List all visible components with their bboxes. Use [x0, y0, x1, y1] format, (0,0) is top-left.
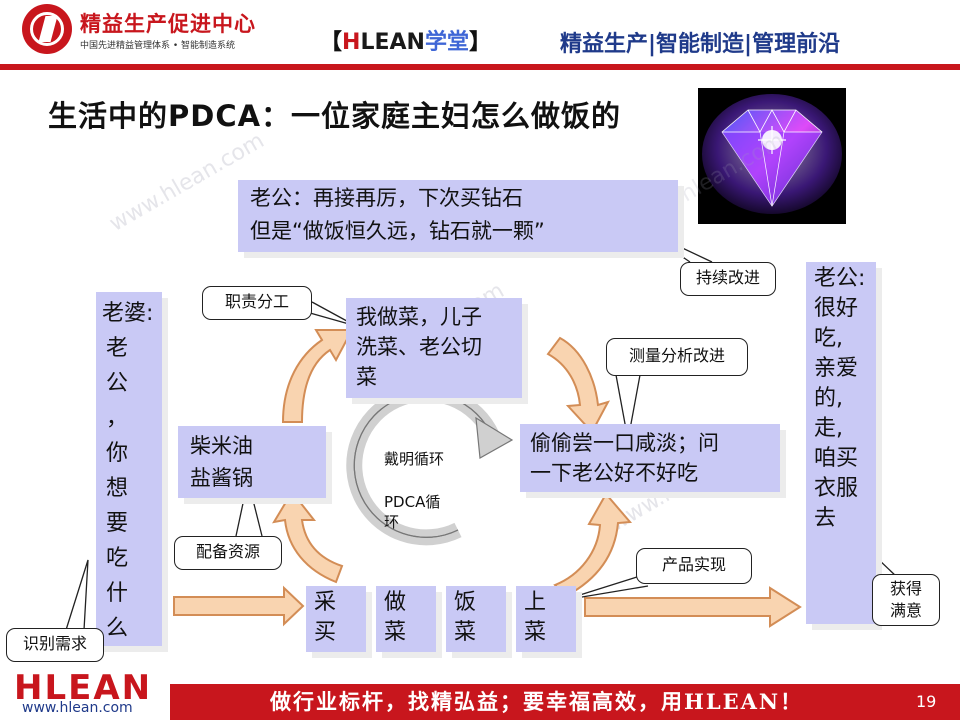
diamond-image — [698, 88, 846, 224]
division-of-labor-box: 我做菜，儿子 洗菜、老公切 菜 — [346, 298, 522, 398]
resources-box: 柴米油 盐酱锅 — [178, 426, 326, 498]
step-cook-box: 做菜 — [376, 586, 436, 652]
pdca-cycle-arrow — [346, 385, 514, 546]
step-serve-box: 上菜 — [516, 586, 576, 652]
husband-satisfied-box: 老公: 很好 吃, 亲爱 的, 走, 咱买 衣服 去 — [806, 262, 876, 624]
curved-arrow-up-left — [272, 490, 344, 584]
husband-feedback-box: 老公：再接再厉，下次买钻石 但是“做饭恒久远，钻石就一颗” — [238, 180, 678, 252]
callout-continuous-improvement: 持续改进 — [680, 262, 776, 296]
brand-label: 【HLEAN学堂】 — [320, 30, 491, 55]
callout-identify-needs: 识别需求 — [6, 628, 104, 662]
callout-product-realization: 产品实现 — [636, 548, 752, 584]
wife-asks-box: 老婆: 老 公 ， 你 想 要 吃 什 么 — [96, 292, 162, 646]
step-buy-box: 采买 — [306, 586, 366, 652]
org-subtitle: 中国先进精益管理体系 • 智能制造系统 — [80, 41, 236, 51]
arrow-steps-to-right — [584, 586, 802, 628]
callout-provide-resources: 配备资源 — [174, 536, 282, 570]
connector-identify — [65, 559, 89, 631]
arrow-left-to-steps — [173, 585, 305, 627]
footer-logo: HLEAN — [14, 668, 153, 708]
header-tagline: 精益生产|智能制造|管理前沿 — [560, 32, 841, 57]
taste-test-box: 偷偷尝一口咸淡；问 一下老公好不好吃 — [520, 424, 780, 492]
curved-arrow-up-from-serve — [553, 492, 633, 598]
callout-measure-analyze: 测量分析改进 — [606, 338, 748, 376]
page-number: 19 — [916, 692, 937, 711]
logo-mark — [22, 4, 72, 54]
footer-bar — [170, 684, 960, 720]
curved-arrow-up-right — [281, 329, 354, 423]
footer-url[interactable]: www.hlean.com — [22, 700, 133, 716]
slide-title: 生活中的PDCA：一位家庭主妇怎么做饭的 — [48, 99, 622, 133]
pdca-cycle-label: PDCA循 环 — [384, 493, 441, 531]
footer-slogan: 做行业标杆，找精弘益；要幸福高效，用HLEAN！ — [270, 689, 804, 714]
org-name: 精益生产促进中心 — [80, 12, 256, 36]
header-divider — [0, 64, 960, 70]
callout-role-division: 职责分工 — [202, 286, 312, 320]
deming-cycle-label: 戴明循环 — [384, 450, 445, 468]
curved-arrow-down-right — [546, 336, 611, 434]
step-meal-box: 饭菜 — [446, 586, 506, 652]
callout-get-satisfaction: 获得 满意 — [872, 574, 940, 626]
